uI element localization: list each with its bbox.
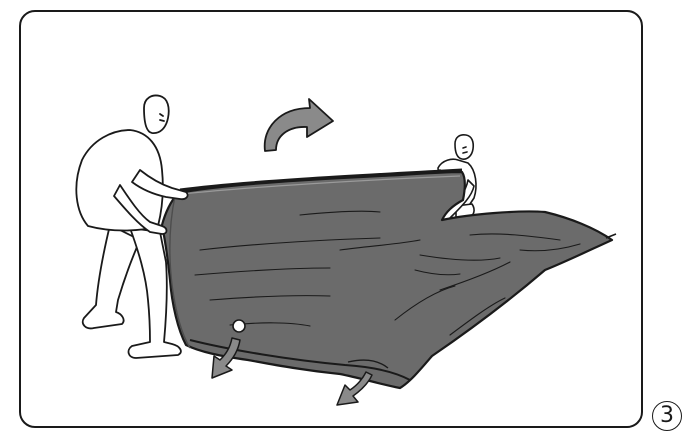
grommet-icon bbox=[232, 319, 246, 333]
curved-arrow-icon bbox=[263, 98, 334, 152]
cover-sheet bbox=[160, 170, 614, 390]
step-number-badge: 3 bbox=[652, 401, 682, 431]
down-arrow-icon bbox=[336, 371, 373, 406]
pool-cover bbox=[160, 168, 617, 390]
person-left bbox=[75, 94, 189, 359]
drain-point bbox=[232, 319, 246, 333]
down-arrow-icon bbox=[211, 337, 241, 379]
